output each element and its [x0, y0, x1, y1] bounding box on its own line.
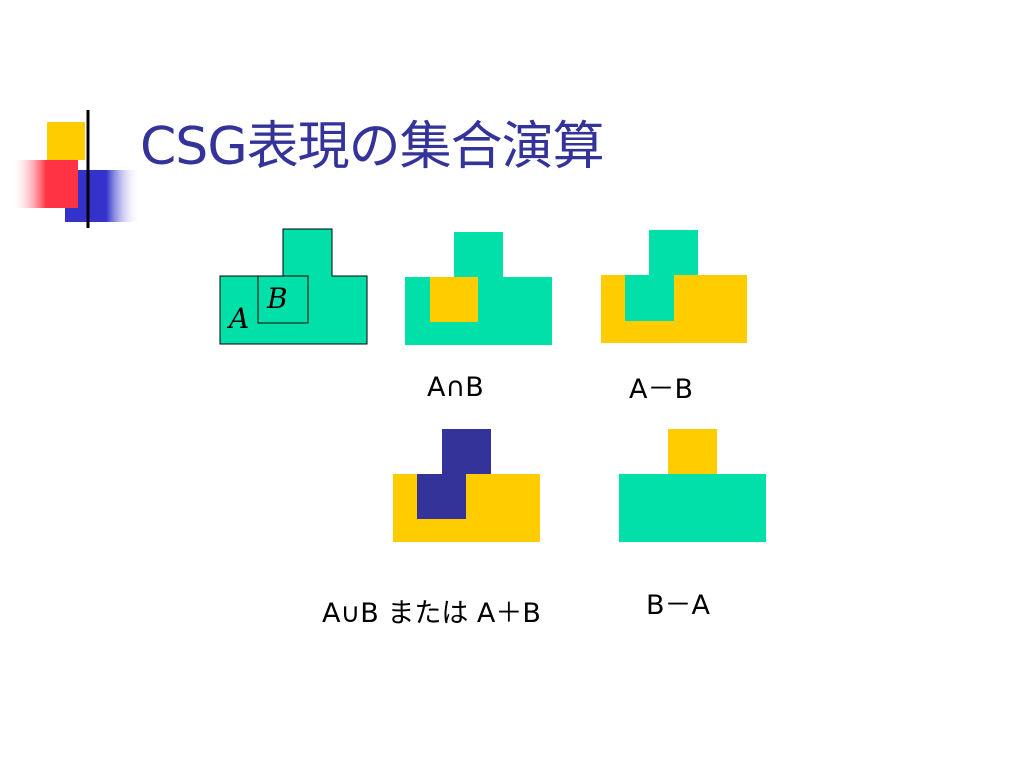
a-minus-b-top	[649, 230, 698, 277]
intersection-shape	[405, 232, 552, 345]
shape-a-base	[219, 275, 368, 345]
a-minus-b-label: A－B	[629, 374, 693, 405]
union-overlap	[417, 474, 466, 519]
original-shapes: B A	[219, 228, 368, 345]
b-minus-a-shape	[619, 429, 766, 542]
deco-red-square	[14, 160, 78, 208]
deco-yellow-square	[47, 122, 85, 160]
shape-a-top	[282, 228, 333, 278]
union-top	[442, 429, 491, 476]
page-title: CSG表現の集合演算	[140, 117, 605, 177]
union-label: A∪B または A＋B	[322, 598, 541, 629]
shape-b-label: B	[266, 282, 288, 315]
b-minus-a-base	[619, 474, 766, 542]
b-minus-a-top	[668, 429, 717, 476]
shape-a-label: A	[226, 302, 249, 335]
intersection-top	[454, 232, 503, 279]
union-base	[393, 474, 540, 542]
union-shape	[393, 429, 540, 542]
title-decoration	[14, 110, 970, 228]
intersection-base	[405, 277, 552, 345]
a-minus-b-shape	[601, 230, 747, 343]
a-minus-b-removed	[625, 275, 674, 321]
intersection-region	[430, 277, 478, 322]
intersection-label: A∩B	[427, 372, 484, 403]
shape-b	[257, 275, 309, 324]
b-minus-a-label: B－A	[646, 590, 710, 621]
